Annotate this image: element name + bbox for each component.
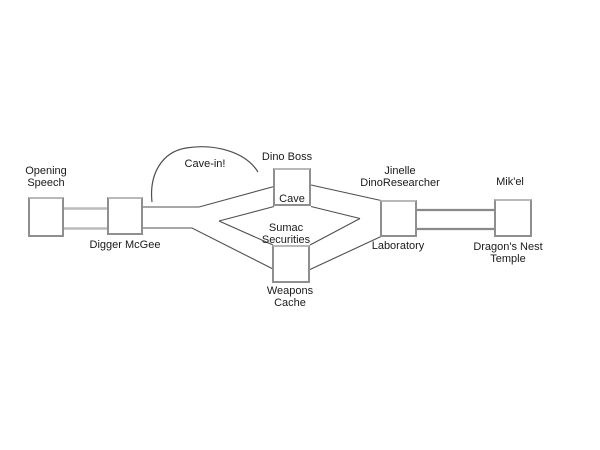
label-line: Cave	[279, 193, 305, 205]
label-line: DinoResearcher	[360, 177, 440, 189]
label-line: Dragon's Nest	[473, 241, 543, 253]
label-cave: Cave	[279, 193, 305, 205]
label-line: Digger McGee	[89, 239, 161, 251]
label-jinelle-dinoresearcher: Jinelle DinoResearcher	[360, 165, 439, 189]
label-laboratory: Laboratory	[372, 240, 425, 252]
cave-in-arc	[150, 146, 259, 203]
edge-weapons-laboratory-outer	[309, 236, 382, 270]
edge-mcgee-weapons-outer	[143, 227, 274, 270]
node-mikel[interactable]	[494, 199, 532, 237]
edge-mcgee-cave-inner	[218, 205, 275, 222]
label-mikel: Mik'el	[496, 176, 524, 188]
label-opening-speech: Opening Speech	[25, 165, 67, 189]
label-line: Jinelle	[384, 165, 416, 177]
node-cave[interactable]	[273, 168, 311, 206]
node-digger-mcgee[interactable]	[107, 197, 143, 235]
label-digger-mcgee: Digger McGee	[90, 239, 161, 251]
label-line: Temple	[490, 253, 526, 265]
node-weapons-cache[interactable]	[272, 245, 310, 283]
label-line: Speech	[27, 177, 65, 189]
label-sumac-securities: Sumac Securities	[262, 222, 310, 246]
edge-cave-laboratory-outer	[310, 184, 382, 202]
edge-cave-laboratory-inner	[310, 205, 361, 220]
label-dragons-nest-temple: Dragon's Nest Temple	[473, 241, 542, 265]
label-line: Cache	[274, 297, 306, 309]
label-line: Weapons	[266, 285, 314, 297]
label-line: Opening	[25, 165, 67, 177]
node-laboratory[interactable]	[380, 200, 417, 237]
edge-weapons-laboratory-inner	[309, 218, 361, 246]
label-line: Sumac	[268, 222, 304, 234]
edge-mcgee-cave-outer	[143, 185, 275, 208]
label-line: Mik'el	[496, 176, 524, 188]
label-dino-boss: Dino Boss	[262, 151, 312, 163]
label-line: Cave-in!	[184, 158, 226, 170]
label-line: Securities	[261, 234, 311, 246]
label-weapons-cache: Weapons Cache	[267, 285, 313, 309]
label-line: Laboratory	[371, 240, 425, 252]
label-line: Dino Boss	[261, 151, 313, 163]
node-opening-speech[interactable]	[28, 197, 64, 237]
edge-mcgee-weapons-inner	[218, 220, 274, 246]
label-cave-in: Cave-in!	[185, 158, 226, 170]
